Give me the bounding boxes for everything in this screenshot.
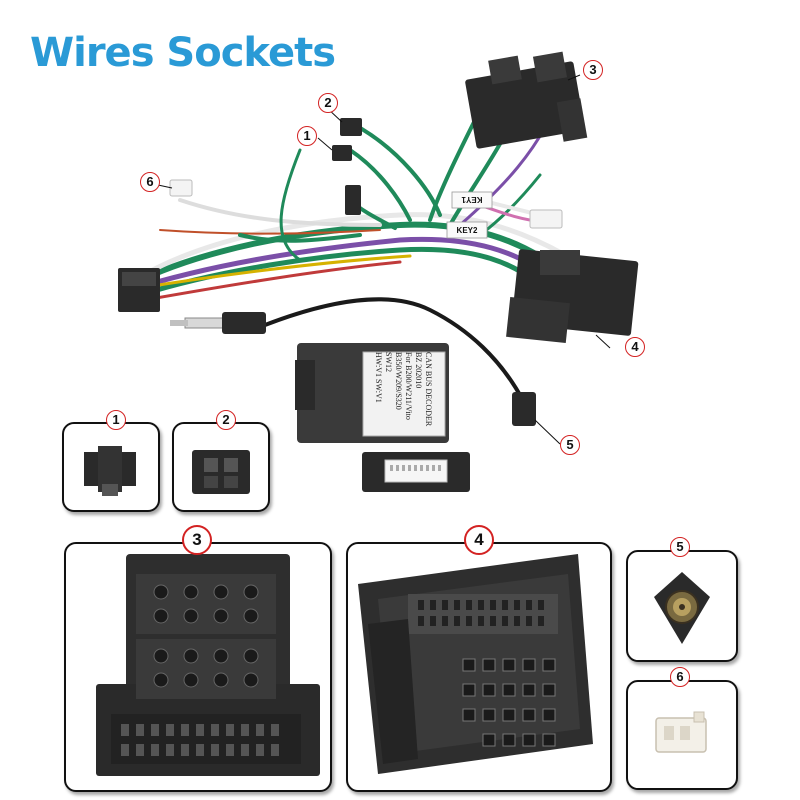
decoder-line5: SW12 — [384, 352, 393, 372]
detail-box-4 — [346, 542, 612, 792]
detail-box-2 — [172, 422, 270, 512]
key1-label: KEY1 — [461, 195, 482, 204]
key-tags: KEY1 KEY2 — [446, 191, 493, 239]
decoder-line4: B350/W209/S320 — [394, 352, 403, 410]
callout-4-detail: 4 — [464, 525, 494, 555]
left-connector — [118, 268, 160, 312]
callout-1-detail: 1 — [106, 410, 126, 430]
detail-box-1 — [62, 422, 160, 512]
callout-2-harness: 2 — [318, 93, 338, 113]
callout-5-detail: 5 — [670, 537, 690, 557]
connector-5-photo — [654, 572, 710, 644]
callout-6-detail: 6 — [670, 667, 690, 687]
callout-2-detail: 2 — [216, 410, 236, 430]
connector-4-harness — [506, 249, 639, 344]
detail-box-3 — [64, 542, 332, 792]
callout-4-harness: 4 — [625, 337, 645, 357]
decoder-line2: BZ 202010 — [414, 352, 423, 388]
connector-1-photo — [84, 446, 136, 496]
page-title: Wires Sockets — [30, 30, 336, 76]
callout-5-harness: 5 — [560, 435, 580, 455]
decoder-line6: HW:V1 SW:V1 — [374, 352, 383, 403]
connector-6-photo — [655, 711, 707, 753]
connector-6-harness — [169, 179, 563, 229]
decoder-line1: CAN BUS DECODER — [424, 352, 433, 427]
connector-4-photo — [358, 554, 593, 774]
callout-6-harness: 6 — [140, 172, 160, 192]
callout-lines — [157, 74, 611, 445]
key2-label: KEY2 — [457, 226, 478, 235]
detail-box-6 — [626, 680, 738, 790]
connector-3-harness — [465, 51, 588, 149]
connector-3-photo — [96, 554, 320, 776]
antenna-cable — [170, 297, 536, 426]
callout-3-detail: 3 — [182, 525, 212, 555]
callout-3-harness: 3 — [583, 60, 603, 80]
decoder-line3: For B200/W211/Vito — [404, 352, 413, 420]
decoder-plug — [362, 452, 470, 492]
canbus-decoder: CAN BUS DECODER BZ 202010 For B200/W211/… — [295, 343, 449, 443]
small-connectors-harness — [332, 118, 362, 215]
detail-box-5 — [626, 550, 738, 662]
connector-2-photo — [192, 450, 250, 494]
callout-1-harness: 1 — [297, 126, 317, 146]
